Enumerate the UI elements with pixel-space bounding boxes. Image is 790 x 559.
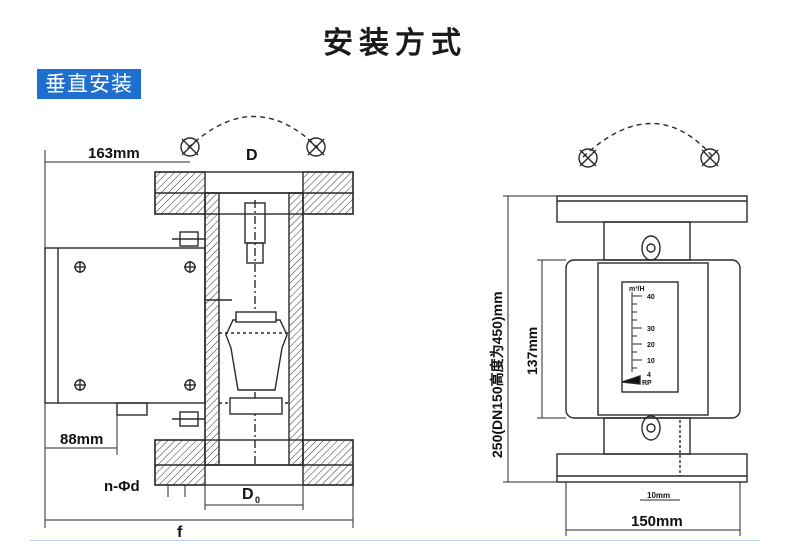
dim-88mm: 88mm (60, 431, 103, 448)
dim-150mm: 150mm (631, 513, 683, 530)
scale-unit: m³/H (629, 286, 645, 293)
bottom-divider (30, 540, 760, 541)
scale-tick-4: 4 (647, 372, 651, 379)
scale-window (621, 281, 679, 393)
scale-tick-20: 20 (647, 342, 655, 349)
front-view (44, 115, 354, 486)
scale-pointer (621, 375, 641, 385)
indicator-housing (44, 247, 206, 404)
page-title: 安装方式 (323, 26, 467, 61)
front-dimensions (44, 150, 354, 528)
scale-tick-30: 30 (647, 326, 655, 333)
side-bottom-flange (556, 453, 748, 483)
scale-tick-40: 40 (647, 294, 655, 301)
section-badge: 垂直安装 (37, 69, 141, 99)
label-bolt-hole: n-Φd (104, 478, 140, 495)
side-dimensions (503, 195, 741, 536)
dim-137mm: 137mm (524, 327, 540, 375)
dim-163mm: 163mm (88, 145, 140, 162)
side-top-flange (556, 195, 748, 223)
housing-screws (74, 261, 196, 391)
dim-10mm: 10mm (647, 491, 670, 500)
label-inner-D: D (242, 486, 254, 503)
float (225, 319, 288, 391)
label-inner-D-sub: 0 (255, 495, 260, 505)
bolt-symbol-top-right (306, 137, 326, 157)
side-view (556, 122, 748, 483)
bolt-symbol-top-left (180, 137, 200, 157)
scale-tick-10: 10 (647, 358, 655, 365)
bolt-symbol-side-left (578, 148, 598, 168)
bolt-symbol-side-right (700, 148, 720, 168)
scale-tick-marks (631, 292, 642, 372)
side-bolt-circle (582, 122, 714, 158)
label-total-f: f (177, 524, 183, 541)
label-flange-D: D (246, 147, 258, 164)
dim-height: 250(DN150高度为450)mm (489, 291, 505, 458)
top-bolt-circle (187, 115, 319, 149)
scale-marker: RP (642, 380, 652, 387)
